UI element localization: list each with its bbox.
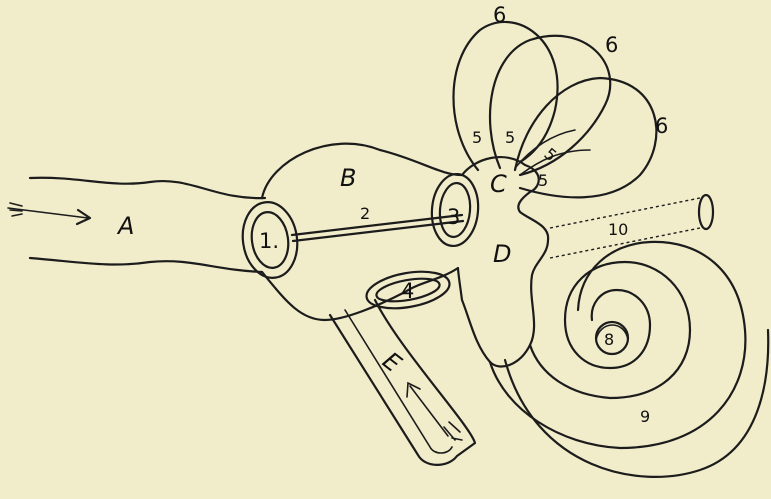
semicircular-canals	[453, 22, 656, 197]
label-5-a: 5	[472, 128, 482, 147]
label-10: 10	[608, 220, 628, 239]
label-C: C	[490, 170, 507, 198]
label-3: 3	[447, 205, 460, 229]
label-E: E	[377, 346, 407, 378]
label-6-c: 6	[655, 114, 668, 138]
label-9: 9	[640, 407, 650, 426]
sound-arrow-in	[8, 203, 90, 224]
external-canal	[30, 178, 265, 272]
label-2: 2	[360, 204, 370, 223]
label-D: D	[493, 240, 511, 268]
label-1: 1.	[259, 229, 279, 253]
label-A: A	[116, 212, 134, 240]
label-5-d: 5	[538, 171, 548, 190]
label-B: B	[340, 164, 356, 192]
label-4: 4	[401, 279, 414, 303]
label-5-b: 5	[505, 128, 515, 147]
label-6-b: 6	[605, 33, 618, 57]
label-8: 8	[604, 330, 614, 349]
eustachian-tube	[330, 300, 475, 465]
label-6-a: 6	[493, 3, 506, 27]
